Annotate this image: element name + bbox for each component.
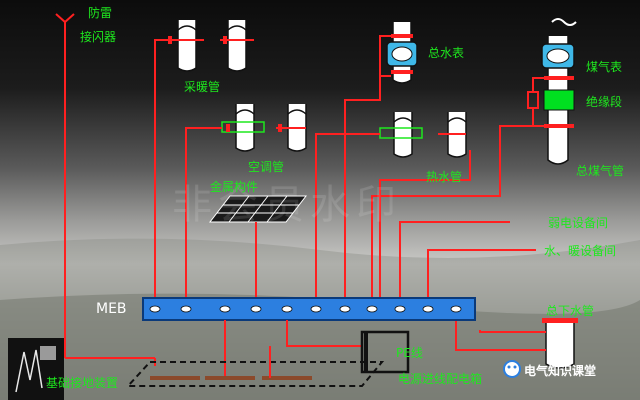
lightning-arrester-label: 防雷 — [88, 6, 113, 20]
main-drain-pipe-label: 总下水管 — [546, 304, 595, 318]
gas-meter-icon — [527, 18, 577, 165]
meb-bar — [142, 297, 476, 321]
heating-pipe-label: 采暖管 — [184, 80, 221, 94]
lightning-arrester-icon — [55, 13, 75, 358]
meb-label: MEB — [96, 301, 127, 317]
ac-pipe-label: 空调管 — [248, 160, 285, 174]
insulation-section-label: 绝缘段 — [586, 95, 623, 109]
main-drain-pipe-icon — [542, 318, 578, 369]
gas-meter-label: 煤气表 — [586, 60, 623, 74]
metal-member-grid — [208, 195, 308, 223]
power-incoming-box-label: 电源进线配电箱 — [398, 372, 483, 386]
metal-member-label: 金属构件 — [210, 180, 259, 194]
main-gas-pipe-label: 总煤气管 — [576, 164, 625, 178]
watermark: 非会员水印 — [172, 182, 402, 228]
ac-pipe-icon — [221, 104, 307, 152]
hot-water-pipe-label: 热水管 — [426, 170, 463, 184]
decorative-photo — [8, 338, 64, 400]
foundation-grounding-label: 基础接地装置 — [46, 376, 119, 390]
foundation-grounding-icon — [125, 346, 385, 387]
lightning-arrester-sub-label: 接闪器 — [80, 30, 117, 44]
water-heating-room-label: 水、暖设备间 — [544, 244, 617, 258]
main-water-meter-icon — [386, 22, 418, 84]
heating-pipe-icon — [168, 20, 254, 72]
pe-line-label: PE线 — [396, 346, 423, 360]
weak-current-room-label: 弱电设备间 — [548, 216, 609, 230]
power-incoming-box-icon — [360, 330, 410, 374]
brand-label: 电气知识课堂 — [524, 364, 597, 378]
main-water-meter-label: 总水表 — [428, 46, 465, 60]
brand-logo-icon — [503, 360, 521, 378]
hot-water-pipe-icon — [379, 112, 467, 158]
